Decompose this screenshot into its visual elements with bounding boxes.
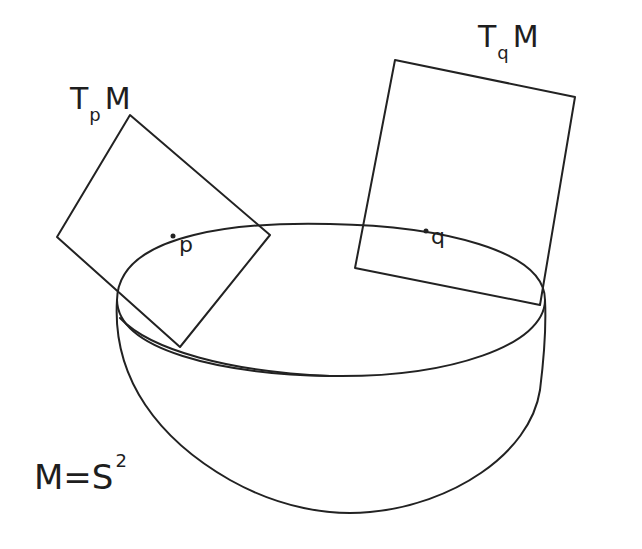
- manifold-equation: M=S: [34, 460, 113, 494]
- sphere-top-outline: [117, 224, 545, 376]
- tangent-plane-q: [355, 60, 575, 305]
- tangent-space-subscript: p: [89, 106, 100, 124]
- point-label: q: [431, 226, 445, 248]
- tangent-space-subscript: q: [497, 44, 508, 62]
- point-p-dot: [171, 234, 176, 239]
- sphere-body-outline: [117, 300, 546, 513]
- point-q-dot: [424, 229, 429, 234]
- point-label: p: [179, 234, 193, 256]
- tangent-plane-p: [57, 115, 270, 347]
- manifold-symbol: M: [105, 84, 131, 114]
- tangent-space-symbol: T: [478, 22, 496, 52]
- manifold-symbol: M: [513, 22, 539, 52]
- tangent-space-symbol: T: [70, 84, 88, 114]
- superscript: 2: [115, 452, 126, 470]
- sphere-front-edge: [120, 318, 330, 376]
